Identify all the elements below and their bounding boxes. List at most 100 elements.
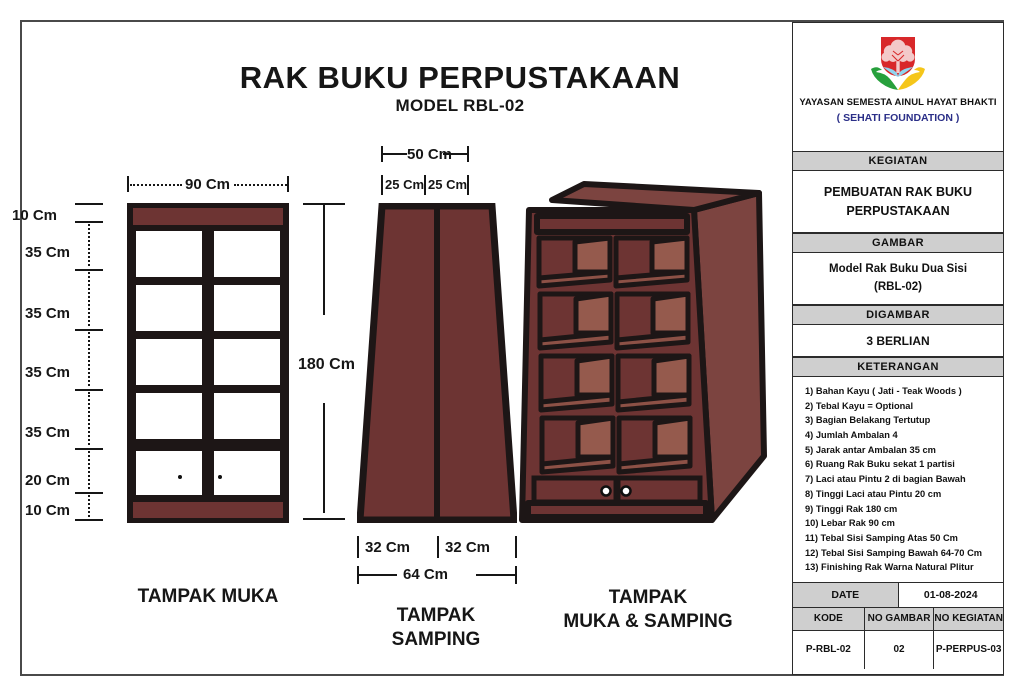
gambar-line2: (RBL-02) (874, 280, 922, 293)
side-total-line-right (476, 574, 515, 576)
gambar-value: Model Rak Buku Dua Sisi (RBL-02) (793, 253, 1003, 305)
kegiatan-value: PEMBUATAN RAK BUKU PERPUSTAKAAN (793, 171, 1003, 233)
keterangan-item: 10) Lebar Rak 90 cm (805, 518, 895, 529)
front-top-band (133, 208, 283, 225)
front-cell (214, 285, 280, 331)
side-total-tick-left (357, 566, 359, 584)
side-view-drawing (356, 202, 518, 524)
side-total-line-left (359, 574, 397, 576)
side-top-line-left (383, 153, 407, 155)
gambar-line1: Model Rak Buku Dua Sisi (828, 263, 968, 276)
front-cell (214, 231, 280, 277)
side-total-tick-right (515, 566, 517, 584)
org-subtitle: ( SEHATI FOUNDATION ) (836, 112, 960, 124)
front-view-caption: TAMPAK MUKA (137, 586, 279, 607)
iso-drawer-knob-right (620, 485, 632, 497)
date-row: DATE 01-08-2024 (793, 582, 1004, 608)
front-segment-label-5: 20 Cm (25, 472, 71, 489)
iso-view-svg (519, 181, 767, 523)
front-cell (136, 285, 202, 331)
keterangan-item: 5) Jarak antar Ambalan 35 cm (805, 444, 936, 455)
kode-value: P-RBL-02 (805, 644, 851, 656)
front-height-label: 180 Cm (298, 356, 355, 373)
front-width-tick-right (287, 176, 289, 192)
page-title: RAK BUKU PERPUSTAKAAN (239, 60, 681, 95)
keterangan-item: 7) Laci atau Pintu 2 di bagian Bawah (805, 474, 966, 485)
front-segment-label-6: 10 Cm (25, 502, 71, 519)
keterangan-item: 11) Tebal Sisi Samping Atas 50 Cm (805, 532, 958, 543)
front-view-drawing (127, 203, 289, 523)
side-top-line-right (443, 153, 467, 155)
side-quarter-tick-right (467, 175, 469, 195)
model-subtitle: MODEL RBL-02 (395, 96, 525, 115)
date-value: 01-08-2024 (897, 582, 1004, 607)
front-segment-label-4: 35 Cm (25, 424, 71, 441)
front-drawer-left (136, 451, 202, 495)
side-top-left-label: 25 Cm (385, 177, 425, 192)
no-gambar-value: 02 (863, 630, 934, 669)
keterangan-item: 12) Tebal Sisi Samping Bawah 64-70 Cm (805, 547, 983, 558)
shield-tree-hands-logo-icon (871, 37, 925, 90)
kegiatan-line1: PEMBUATAN RAK BUKU (823, 185, 973, 200)
iso-drawer-knob-left (600, 485, 612, 497)
keterangan-item: 4) Jumlah Ambalan 4 (805, 430, 898, 441)
keterangan-list: 1) Bahan Kayu ( Jati - Teak Woods ) 2) T… (793, 377, 1003, 583)
side-bottom-right-label: 32 Cm (445, 539, 491, 556)
keterangan-item: 8) Tinggi Laci atau Pintu 20 cm (805, 488, 942, 499)
code-header-row: KODE NO GAMBAR NO KEGIATAN (793, 607, 1003, 631)
keterangan-item: 2) Tebal Kayu = Optional (805, 400, 914, 411)
keterangan-header: KETERANGAN (793, 357, 1003, 377)
side-view-caption-line1: TAMPAK (396, 605, 476, 626)
iso-view-caption-line2: MUKA & SAMPING (563, 611, 733, 632)
side-view-caption-line2: SAMPING (391, 629, 481, 650)
no-kegiatan-value: P-PERPUS-03 (933, 630, 1003, 669)
side-bottom-tick-mid (437, 536, 439, 558)
iso-view-drawing (512, 168, 774, 530)
front-width-line-right (234, 184, 287, 186)
side-top-total-label: 50 Cm (407, 146, 453, 163)
no-gambar-label: NO GAMBAR (863, 607, 934, 630)
side-bottom-tick-right (515, 536, 517, 558)
kode-label: KODE (793, 607, 864, 630)
logo-block: YAYASAN SEMESTA AINUL HAYAT BHAKTI ( SEH… (793, 23, 1003, 151)
drawer-knob-right (218, 475, 222, 479)
keterangan-item: 9) Tinggi Rak 180 cm (805, 503, 898, 514)
side-view-svg (356, 202, 518, 524)
front-width-tick-left (127, 176, 129, 192)
side-bottom-left-label: 32 Cm (365, 539, 411, 556)
side-quarter-tick-mid (424, 175, 426, 195)
front-cell (136, 231, 202, 277)
side-quarter-tick-left (381, 175, 383, 195)
front-segment-label-3: 35 Cm (25, 364, 71, 381)
title-block: YAYASAN SEMESTA AINUL HAYAT BHAKTI ( SEH… (792, 22, 1004, 675)
keterangan-item: 3) Bagian Belakang Tertutup (805, 415, 931, 426)
front-segment-label-0: 10 Cm (12, 207, 58, 224)
front-cell (214, 339, 280, 385)
drawer-knob-left (178, 475, 182, 479)
side-bottom-tick-left (357, 536, 359, 558)
digambar-value: 3 BERLIAN (793, 325, 1003, 357)
keterangan-item: 1) Bahan Kayu ( Jati - Teak Woods ) (805, 386, 962, 396)
front-bottom-band (133, 502, 283, 518)
keterangan-item: 13) Finishing Rak Warna Natural Plitur (805, 562, 974, 573)
front-drawer-right (214, 451, 280, 495)
no-kegiatan-label: NO KEGIATAN (933, 607, 1003, 630)
front-cell (214, 393, 280, 439)
kegiatan-line2: PERPUSTAKAAN (846, 203, 950, 218)
front-cell (136, 339, 202, 385)
front-segment-label-1: 35 Cm (25, 244, 71, 261)
date-label: DATE (793, 582, 898, 607)
front-width-line-left (130, 184, 182, 186)
iso-view-caption-line1: TAMPAK (608, 587, 688, 608)
side-top-right-label: 25 Cm (428, 177, 468, 192)
digambar-header: DIGAMBAR (793, 305, 1003, 325)
kegiatan-header: KEGIATAN (793, 151, 1003, 171)
front-segment-label-2: 35 Cm (25, 305, 71, 322)
side-top-tick-left (381, 146, 383, 162)
front-width-label: 90 Cm (185, 176, 231, 193)
front-cell (136, 393, 202, 439)
side-top-tick-right (467, 146, 469, 162)
code-value-row: P-RBL-02 02 P-PERPUS-03 (793, 630, 1003, 669)
side-bottom-total-label: 64 Cm (403, 566, 449, 583)
gambar-header: GAMBAR (793, 233, 1003, 253)
